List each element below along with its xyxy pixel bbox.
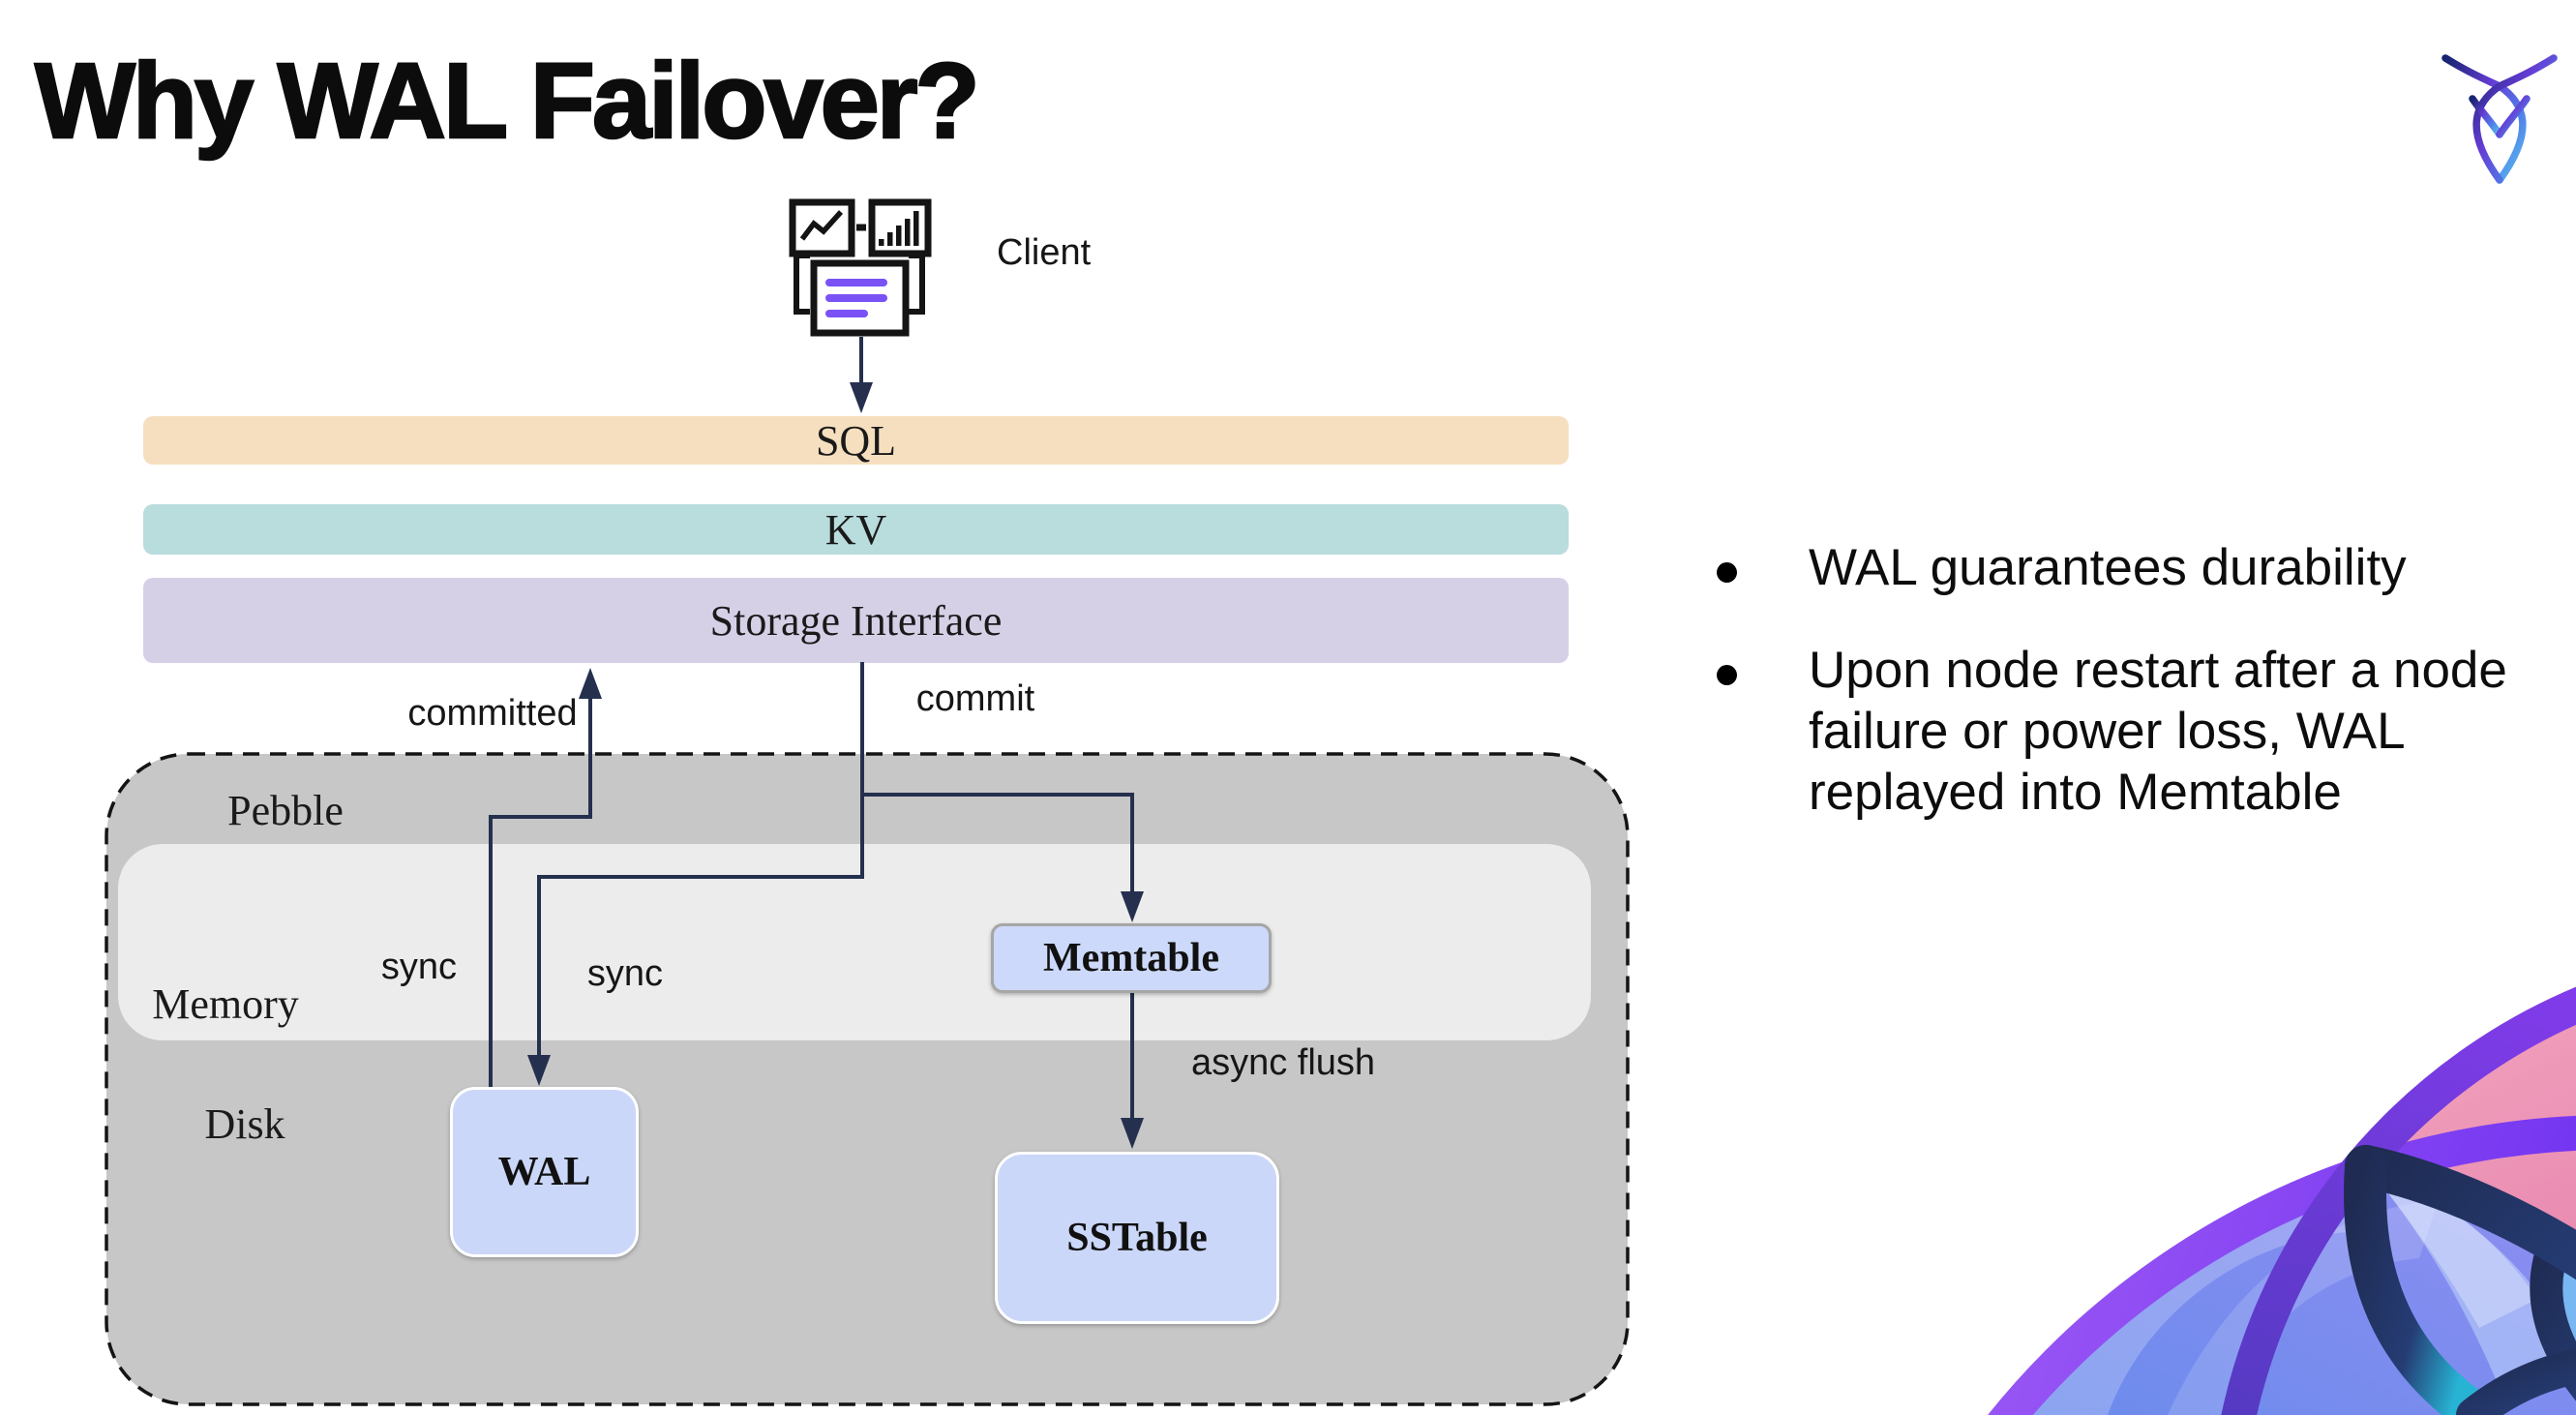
layer-bar-storage: Storage Interface [143,578,1569,663]
list-item: WAL guarantees durability [1717,537,2530,598]
arrowhead-memtable [1121,891,1144,922]
edge-label-async-flush: async flush [1190,1042,1376,1083]
layer-bar-kv-label: KV [824,505,887,554]
cockroachdb-logo-icon [2441,54,2558,184]
document-lines-icon [825,279,887,317]
list-item: Upon node restart after a node failure o… [1717,640,2530,823]
node-wal: WAL [450,1087,639,1257]
client-icon [789,198,932,337]
node-wal-label: WAL [497,1150,591,1194]
layer-bar-sql: SQL [143,416,1569,465]
bullet-dot-icon [1717,665,1737,685]
edge-commit-to-memtable [862,793,1134,899]
layer-bar-sql-label: SQL [815,416,897,465]
node-sstable: SSTable [995,1152,1279,1324]
disk-label: Disk [204,1100,285,1148]
edge-committed [489,690,592,1087]
arrowhead-wal [527,1055,551,1086]
arrowhead-sstable [1121,1118,1144,1149]
layer-bar-storage-label: Storage Interface [709,596,1003,645]
bullet-dot-icon [1717,562,1737,583]
arrowhead-client [850,382,873,413]
edge-label-committed: committed [407,693,578,734]
client-label: Client [997,232,1092,273]
arrowhead-committed [579,668,602,699]
pebble-label: Pebble [227,787,344,834]
node-memtable: Memtable [991,923,1272,993]
layer-bar-kv: KV [143,504,1569,555]
memory-label: Memory [152,980,299,1028]
edge-label-sync-down: sync [586,953,664,994]
bullet-text: Upon node restart after a node failure o… [1809,642,2507,821]
edge-label-sync-up: sync [380,947,458,987]
edge-commit-to-wal [537,662,864,1061]
node-sstable-label: SSTable [1066,1216,1208,1260]
bullet-list: WAL guarantees durability Upon node rest… [1717,537,2530,864]
brand-sphere-art [1988,958,2576,1415]
bullet-text: WAL guarantees durability [1809,539,2407,596]
page-title: Why WAL Failover? [34,41,981,163]
edge-label-commit: commit [915,678,1035,719]
node-memtable-label: Memtable [1043,936,1219,980]
